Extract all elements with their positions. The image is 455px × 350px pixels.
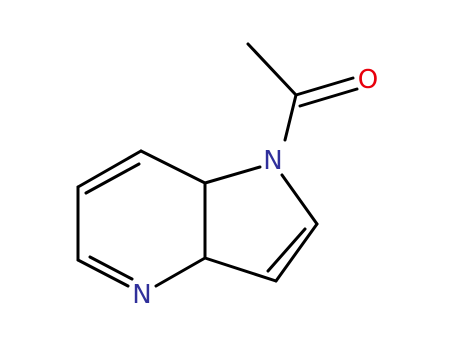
bond-c2-c3-double (266, 227, 307, 273)
bond-c5-n4 (76, 258, 130, 288)
atom-nitrogen-pyrrole-label: N (263, 146, 282, 176)
bond-carbonyl-oxygen (294, 76, 355, 97)
atom-nitrogen-pyridine-label: N (132, 280, 151, 310)
bond-n1-c2 (280, 173, 319, 226)
bond-c7a-n1 (203, 165, 262, 185)
bond-c2-c3 (274, 222, 319, 283)
bond-c7a-c7 (139, 149, 207, 185)
bond-c7-c6-double (84, 162, 141, 195)
bond-n4-c3a (154, 256, 207, 288)
bond-carbonyl-oxygen-double (298, 87, 359, 108)
bond-methyl-carbonyl (246, 42, 298, 97)
bond-c7-c6 (76, 149, 143, 189)
atom-oxygen-label: O (358, 65, 378, 95)
bond-carbonyl-n1 (283, 93, 298, 142)
bond-c3-c3a (203, 256, 278, 283)
bond-c5-n4-double (88, 255, 134, 281)
